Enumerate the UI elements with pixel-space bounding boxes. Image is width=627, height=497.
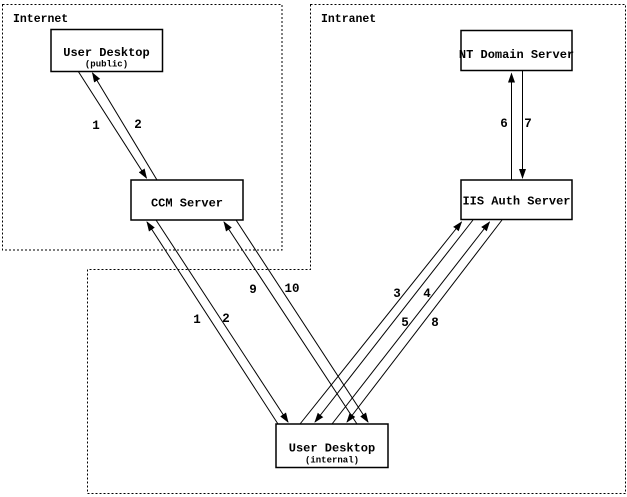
user-desktop-internal-subtitle: (internal)	[305, 456, 359, 466]
internet-zone-outline	[2, 4, 283, 251]
edge-3-internal-desktop-to-iis	[299, 221, 463, 425]
edge-group	[77, 70, 526, 425]
user-desktop-public-title: User Desktop	[63, 46, 149, 60]
edge-label-8: 8	[431, 316, 439, 330]
internet-zone-label: Internet	[13, 13, 68, 26]
edge-label-4: 4	[423, 287, 431, 301]
edge-label-1-bottom: 1	[193, 313, 201, 327]
ccm-server-title: CCM Server	[151, 197, 223, 211]
user-desktop-public-box	[50, 28, 164, 73]
edge-label-9: 9	[249, 283, 257, 297]
edge-8-iis-to-internal-desktop	[346, 219, 503, 423]
edge-5-internal-desktop-to-iis	[331, 221, 491, 425]
edge-10-ccm-to-internal-desktop	[235, 219, 369, 423]
edge-label-2-bottom: 2	[222, 312, 230, 326]
edge-label-7: 7	[524, 117, 532, 131]
edge-4-iis-to-internal-desktop	[314, 219, 474, 423]
iis-auth-server-title: IIS Auth Server	[462, 195, 570, 209]
iis-auth-server-box	[460, 179, 573, 221]
edge-1-public-desktop-to-ccm	[77, 70, 148, 179]
edge-2-ccm-to-internal-desktop	[155, 219, 289, 423]
node-iis-auth-server: IIS Auth Server	[460, 179, 573, 221]
intranet-zone-label: Intranet	[321, 13, 376, 26]
edge-label-2-top: 2	[134, 118, 142, 132]
edge-label-3: 3	[393, 287, 401, 301]
edge-1-internal-desktop-to-ccm	[146, 221, 279, 425]
node-nt-domain-server: NT Domain Server	[459, 29, 574, 72]
user-desktop-internal-title: User Desktop	[289, 442, 375, 456]
user-desktop-public-subtitle: (public)	[85, 60, 128, 70]
edge-label-5: 5	[401, 316, 409, 330]
intranet-zone-outline	[87, 4, 626, 494]
node-ccm-server: CCM Server	[130, 179, 244, 221]
edge-label-6: 6	[500, 117, 508, 131]
edge-9-internal-desktop-to-ccm	[223, 221, 358, 425]
edge-label-group: 1 2 1 2 9 10 3 4 5 8 6 7	[92, 117, 532, 330]
edge-label-10: 10	[284, 282, 299, 296]
node-user-desktop-internal: User Desktop (internal)	[275, 423, 389, 469]
node-user-desktop-public: User Desktop (public)	[50, 28, 164, 73]
edge-2-ccm-to-public-desktop	[91, 72, 158, 181]
user-desktop-internal-box	[275, 423, 389, 469]
nt-domain-server-box	[460, 29, 573, 72]
edge-label-1-top: 1	[92, 119, 100, 133]
nt-domain-server-title: NT Domain Server	[459, 48, 574, 62]
ccm-server-box	[130, 179, 244, 221]
